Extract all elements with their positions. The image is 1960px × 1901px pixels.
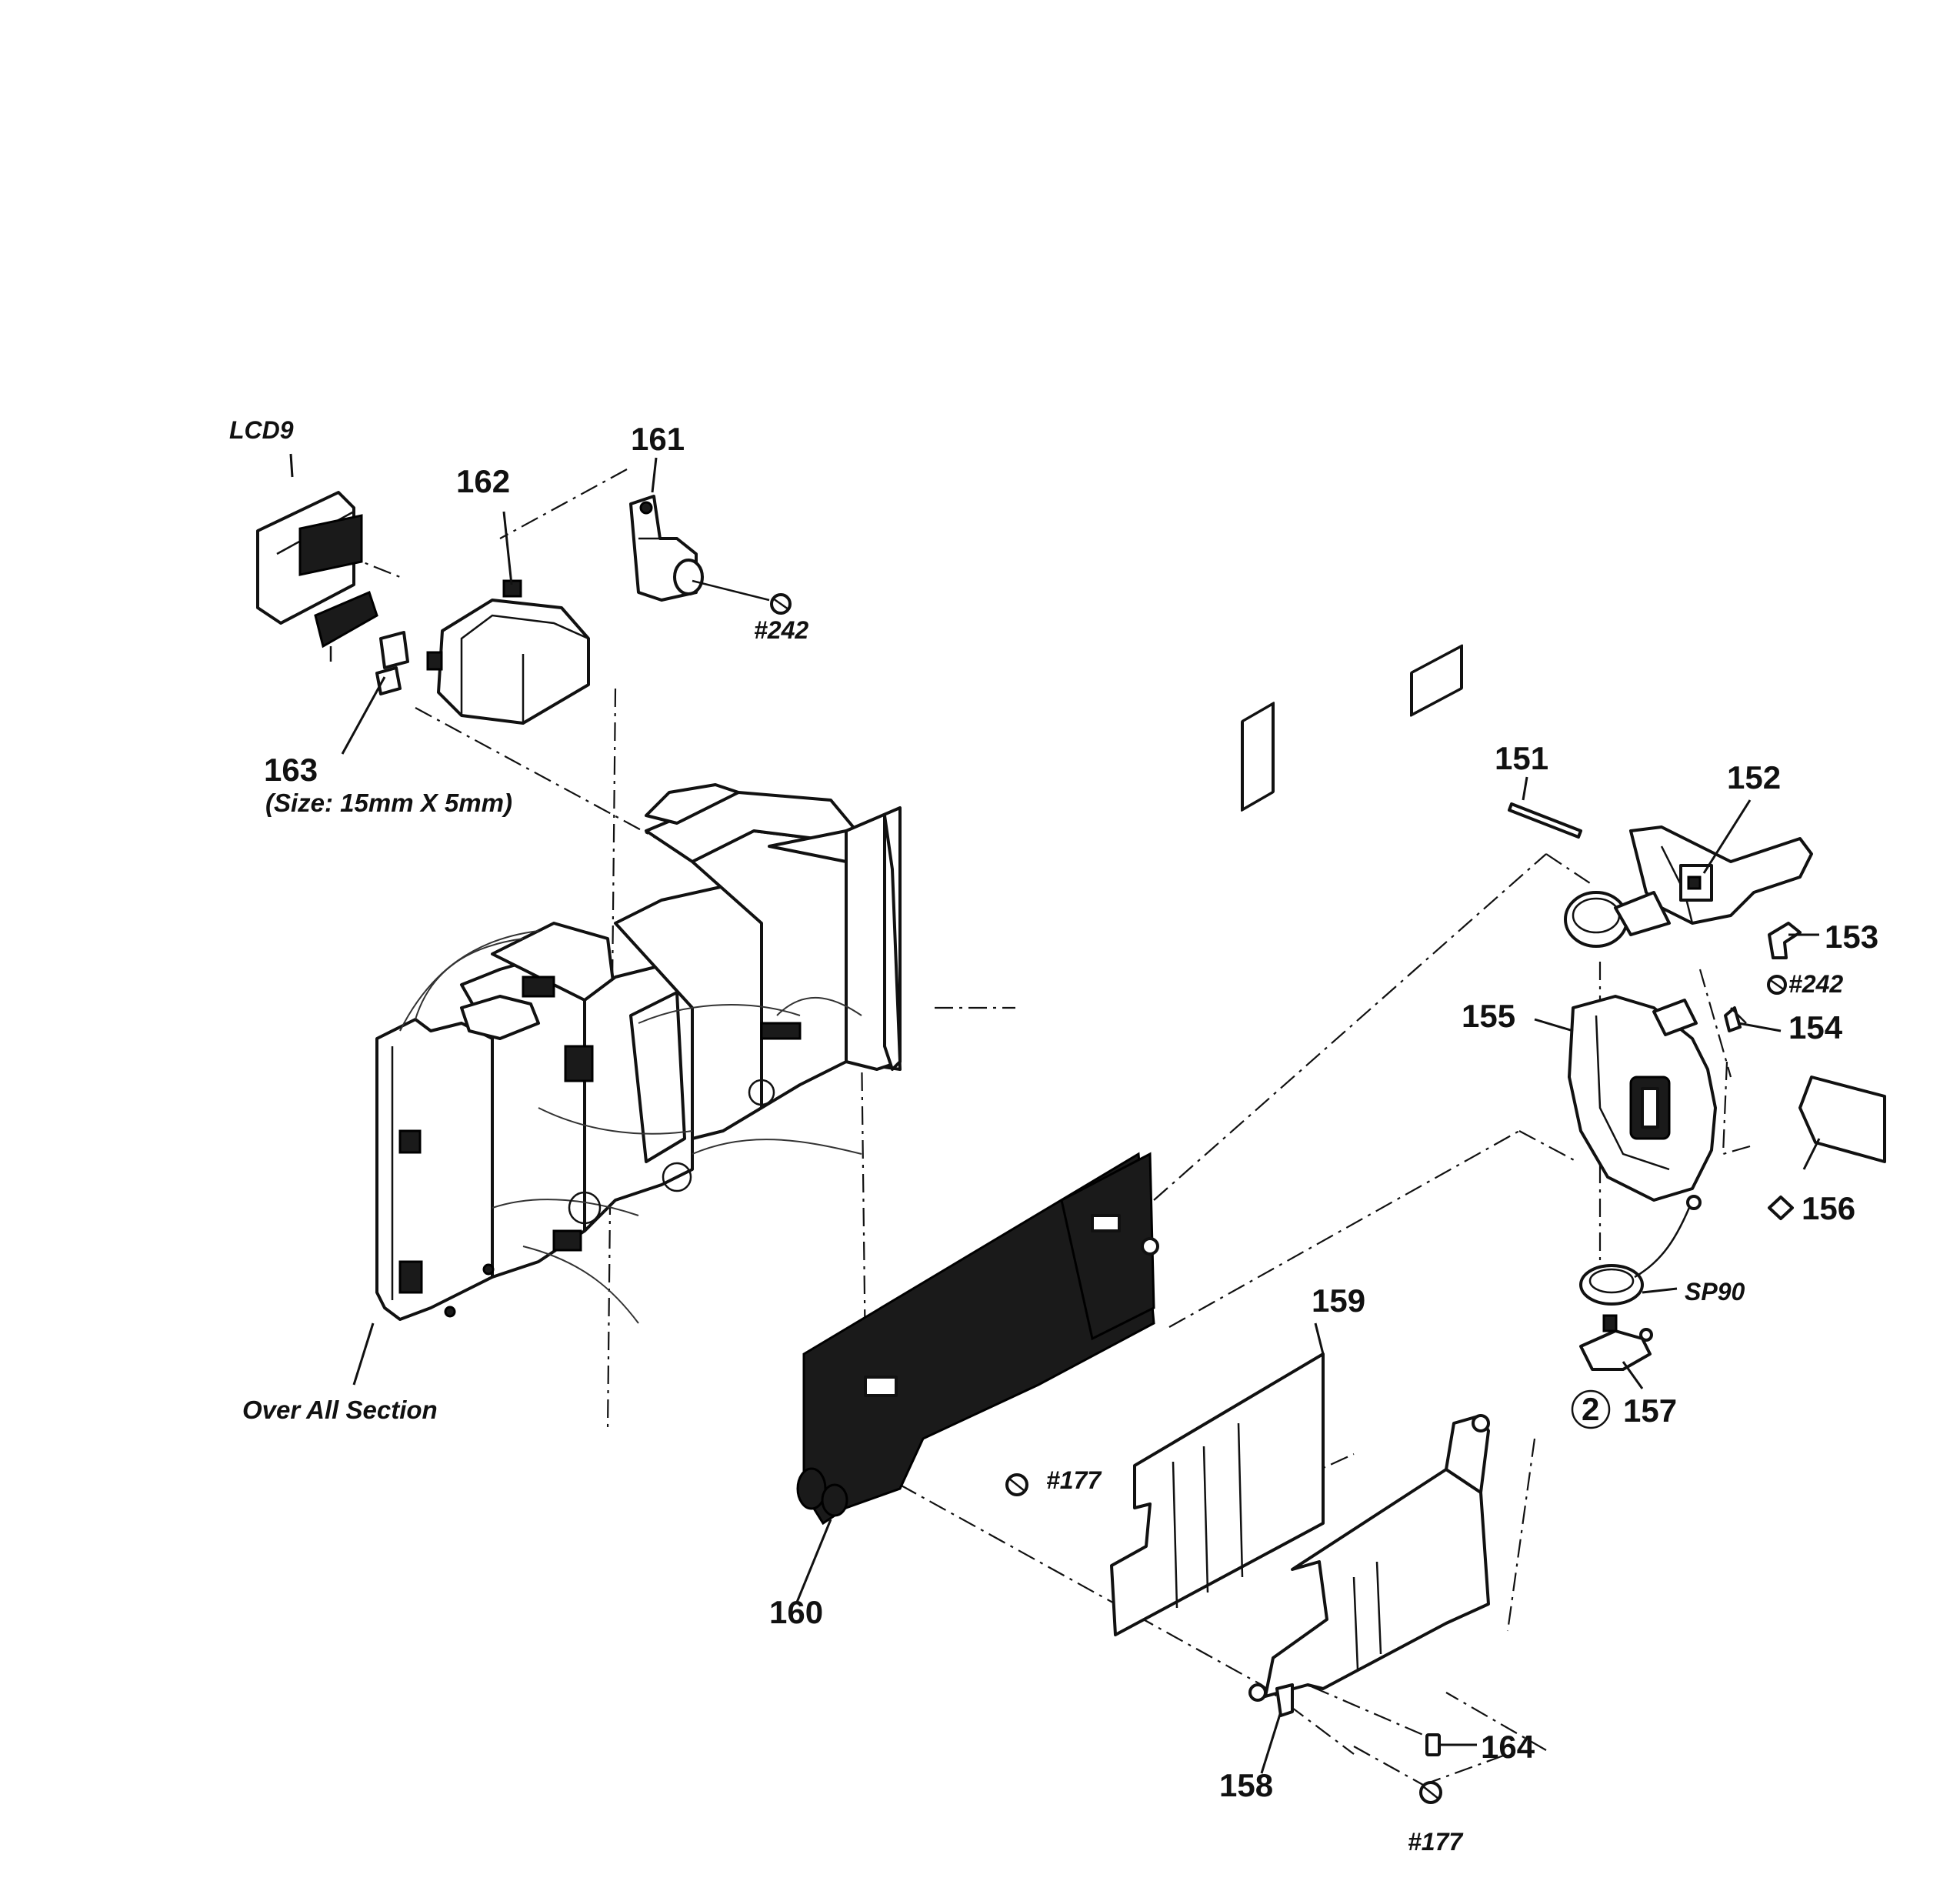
over-all-section-label: Over All Section — [242, 1396, 438, 1424]
over-all-section-frame — [375, 783, 902, 1324]
screw-242-right-label: #242 — [1788, 970, 1843, 998]
screw-177-bottom — [1419, 1781, 1442, 1804]
p158-label: 158 — [1219, 1767, 1273, 1803]
p162-leader — [502, 511, 513, 585]
p154-label: 154 — [1788, 1009, 1843, 1046]
p152-leader — [1702, 799, 1752, 874]
part-163 — [375, 631, 409, 695]
lcd9-leader — [289, 453, 294, 478]
part-157 — [1579, 1314, 1653, 1371]
part-156 — [1768, 1076, 1886, 1220]
part-160-board — [796, 1152, 1159, 1526]
lcd9-label: LCD9 — [229, 416, 294, 444]
p160-leader — [795, 1519, 832, 1605]
p151-label: 151 — [1495, 740, 1548, 776]
p151-leader — [1522, 776, 1528, 801]
screw-177-bottom-label: #177 — [1408, 1828, 1464, 1856]
p163-label: 163 — [264, 752, 318, 788]
lcd9-part — [256, 491, 378, 662]
screw-177-mid — [1005, 1473, 1028, 1496]
part-161 — [629, 495, 704, 602]
p157-label: 157 — [1623, 1392, 1677, 1429]
part-155-cover — [1568, 995, 1717, 1202]
part-162 — [426, 579, 590, 725]
part-164 — [1425, 1733, 1441, 1756]
part-154 — [1724, 1006, 1747, 1032]
speaker-sp90 — [1579, 1195, 1702, 1306]
sp90-label: SP90 — [1685, 1278, 1745, 1306]
p157-circle-marker — [1571, 1389, 1611, 1429]
over-all-section-leader — [352, 1322, 375, 1386]
p154-leader — [1738, 1022, 1782, 1032]
screw-242-top — [692, 579, 792, 615]
part-159-sheet — [1110, 702, 1325, 1636]
sp90-leader — [1642, 1287, 1678, 1294]
p156-label: 156 — [1802, 1190, 1855, 1226]
p160-label: 160 — [769, 1594, 823, 1630]
p155-label: 155 — [1462, 998, 1515, 1034]
p161-label: 161 — [631, 421, 685, 457]
p152-label: 152 — [1727, 759, 1781, 795]
p157-leader — [1622, 1361, 1644, 1389]
part-151-pin — [1508, 802, 1582, 839]
p156-leader — [1802, 1138, 1821, 1170]
part-152-hinge — [1564, 825, 1813, 948]
p163-size-note: (Size: 15mm X 5mm) — [265, 789, 512, 817]
p161-leader — [651, 457, 658, 493]
p157-circle-number: 2 — [1582, 1391, 1599, 1427]
p158-leader — [1260, 1711, 1282, 1774]
p159-label: 159 — [1312, 1282, 1365, 1319]
screw-242-right — [1767, 975, 1787, 995]
p153-label: 153 — [1825, 919, 1878, 955]
p162-label: 162 — [456, 463, 510, 499]
p155-leader — [1534, 1018, 1574, 1032]
screw-242-top-label: #242 — [754, 616, 808, 644]
part-153-spring — [1768, 922, 1802, 959]
p164-label: 164 — [1481, 1729, 1535, 1765]
screw-177-mid-label: #177 — [1046, 1466, 1102, 1494]
p159-leader — [1314, 1322, 1325, 1355]
part-158-bracket — [1248, 644, 1490, 1717]
p163-leader — [341, 676, 386, 755]
